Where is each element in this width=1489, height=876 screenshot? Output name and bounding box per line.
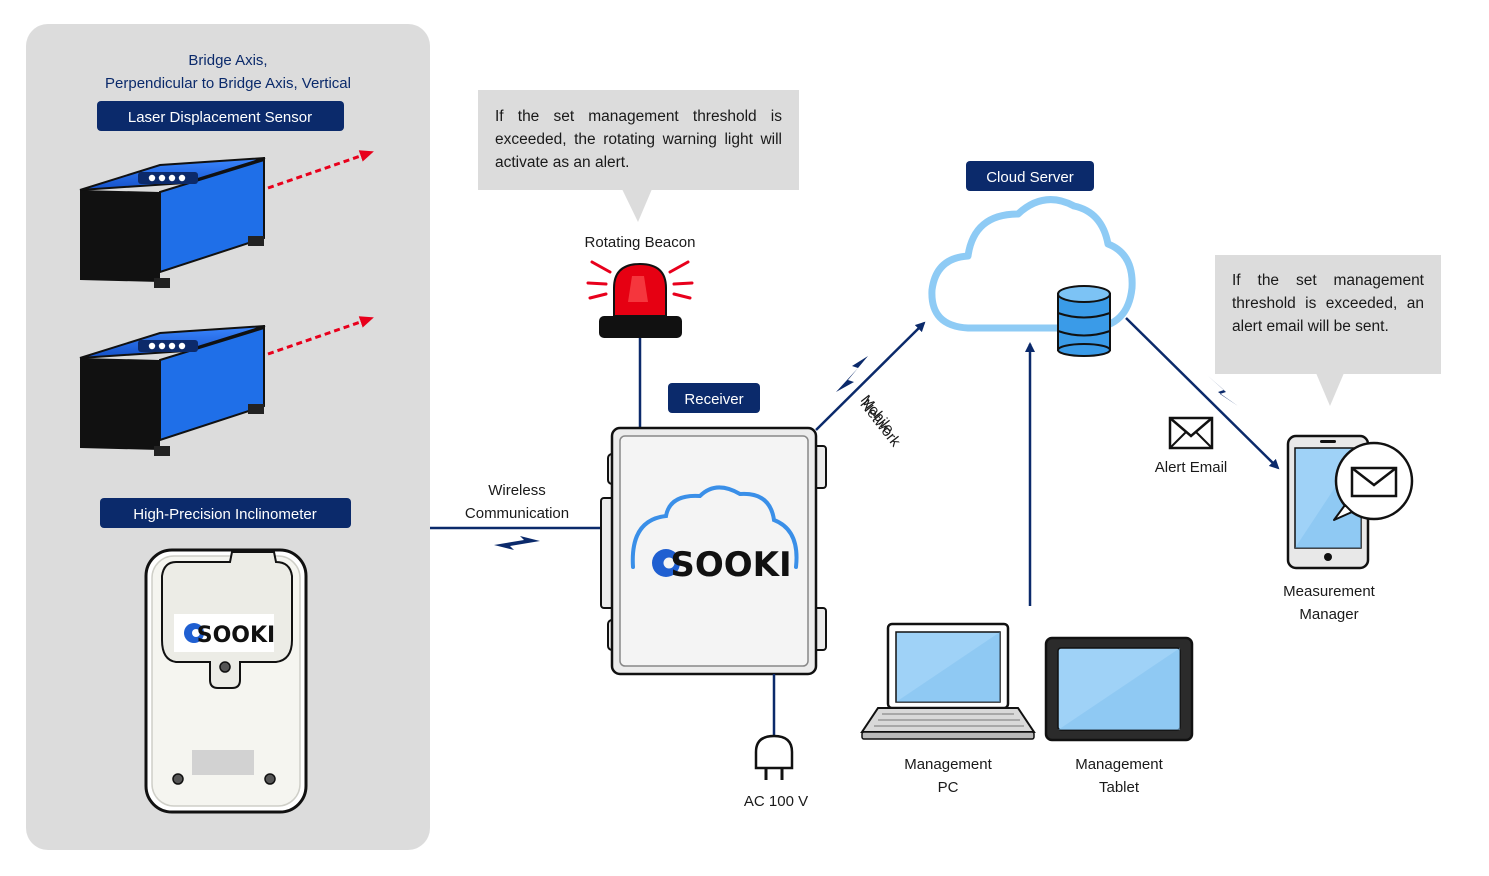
inclinometer-label: High-Precision Inclinometer	[133, 506, 316, 523]
laser-sensor-label-badge	[97, 101, 344, 131]
receiver-logo: SOOKI	[670, 545, 791, 585]
database-icon	[1057, 285, 1111, 357]
email-callout-text: If the set management threshold is excee…	[1232, 272, 1424, 335]
alert-email-link: Alert Email	[1125, 317, 1280, 476]
cloud-logo-icon	[630, 485, 799, 569]
receiver-label-badge	[668, 383, 760, 413]
tablet-label-line1: Management	[1075, 756, 1163, 773]
laser-sensor-label: Laser Displacement Sensor	[128, 109, 312, 126]
alert-email-label: Alert Email	[1155, 459, 1228, 476]
power-plug: AC 100 V	[744, 674, 808, 810]
sensor-panel: Bridge Axis, Perpendicular to Bridge Axi…	[26, 24, 430, 850]
laser-sensor-icon	[79, 316, 374, 456]
receiver-label: Receiver	[684, 391, 743, 408]
measurement-manager: Measurement Manager	[1283, 434, 1414, 623]
manager-label-line2: Manager	[1299, 606, 1358, 623]
cloud-server: Cloud Server	[928, 161, 1136, 357]
wireless-label-line2: Communication	[465, 505, 569, 522]
receiver-box-icon: SOOKI	[600, 426, 827, 676]
email-callout-tail	[1316, 373, 1344, 406]
email-callout: If the set management threshold is excee…	[1215, 255, 1441, 374]
mobile-network-link: Mobile Network	[815, 321, 926, 450]
power-label: AC 100 V	[744, 793, 808, 810]
wireless-label-line1: Wireless	[488, 482, 546, 499]
tablet-icon	[1044, 636, 1194, 742]
lightning-icon	[1208, 376, 1238, 406]
lightning-icon	[836, 356, 868, 392]
sensor-panel-heading-line2: Perpendicular to Bridge Axis, Vertical	[105, 75, 351, 92]
receiver: Receiver SOOKI	[600, 383, 827, 676]
beacon-callout-tail	[622, 189, 652, 222]
cloud-label-badge	[966, 161, 1094, 191]
sensor-panel-heading-line1: Bridge Axis,	[188, 52, 267, 69]
envelope-icon	[1168, 416, 1214, 450]
cloud-label: Cloud Server	[986, 169, 1074, 186]
inclinometer-icon: SOOKI	[144, 548, 308, 814]
pc-label-line2: PC	[938, 779, 959, 796]
laser-sensor-icon	[79, 150, 374, 288]
management-pc: Management PC	[860, 622, 1036, 796]
lightning-icon	[494, 536, 540, 550]
beacon-label: Rotating Beacon	[585, 234, 696, 251]
wireless-link: Wireless Communication	[430, 482, 614, 550]
laptop-icon	[860, 622, 1036, 740]
rotating-beacon: Rotating Beacon	[585, 234, 696, 430]
pc-label-line1: Management	[904, 756, 992, 773]
laser-beam	[267, 150, 374, 190]
inclinometer-label-badge	[100, 498, 351, 528]
beacon-icon	[586, 260, 694, 338]
management-tablet: Management Tablet	[1044, 636, 1194, 796]
beacon-callout: If the set management threshold is excee…	[478, 90, 799, 190]
laser-beam	[267, 316, 374, 356]
plug-icon	[754, 734, 794, 770]
beacon-callout-text: If the set management threshold is excee…	[495, 108, 782, 171]
email-notification-icon	[1333, 441, 1414, 521]
tablet-label-line2: Tablet	[1099, 779, 1140, 796]
inclinometer-logo: SOOKI	[197, 623, 275, 648]
manager-label-line1: Measurement	[1283, 583, 1376, 600]
